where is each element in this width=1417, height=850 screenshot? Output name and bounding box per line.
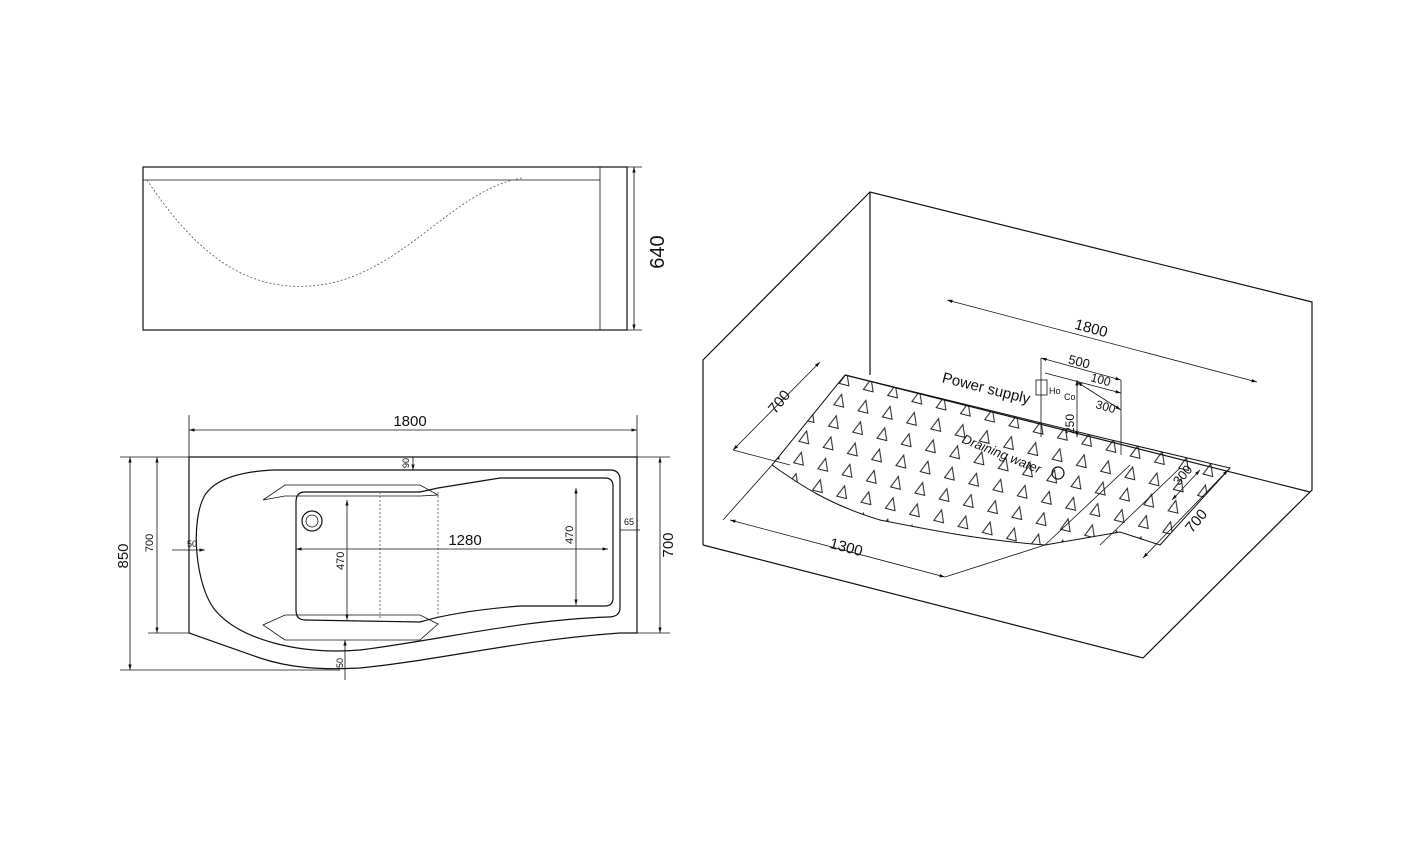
install-width-left-label: 700 [765,387,794,417]
drain-circle [301,510,323,532]
armrest-top [262,484,440,501]
rim-top-label: 90 [401,458,411,468]
front-tub-profile [146,177,523,287]
inner-width-right-label: 470 [564,526,576,544]
room-box [702,191,1313,659]
install-front-length-label: 1300 [828,535,865,560]
pipe-offset-label: 300 [1094,397,1117,416]
pipe-span-label: 500 [1067,352,1092,372]
rim-right-label: 65 [624,517,634,527]
tub-basin [295,477,614,623]
height-label: 640 [647,235,669,268]
top-view: 1800 850 700 700 90 50 65 50 1280 470 47… [115,413,677,680]
total-width-label: 850 [115,543,132,568]
armrest-bottom [262,614,439,641]
front-view: 640 [142,166,669,331]
cold-water-label: Co [1064,392,1076,402]
hot-water-label: Ho [1049,386,1061,396]
power-socket-icon [1035,379,1048,396]
left-width-label: 700 [144,534,156,552]
rim-left-label: 50 [187,539,197,549]
drain-outlet-icon [1051,466,1065,480]
right-width-label: 700 [660,532,677,557]
top-outline [188,456,638,670]
pipe-gap-label: 100 [1089,370,1112,389]
tub-rim [195,469,621,652]
installation-view: 1800 700 1300 700 300 Power supply Drain… [702,191,1313,659]
length-label: 1800 [393,413,426,430]
inner-length-label: 1280 [448,532,481,549]
install-length-label: 1800 [1073,316,1110,341]
front-panel-outline [142,166,628,331]
inner-width-left-label: 470 [335,552,347,570]
pipe-height-label: 250 [1063,414,1077,434]
rim-bottom-label: 50 [335,658,345,668]
